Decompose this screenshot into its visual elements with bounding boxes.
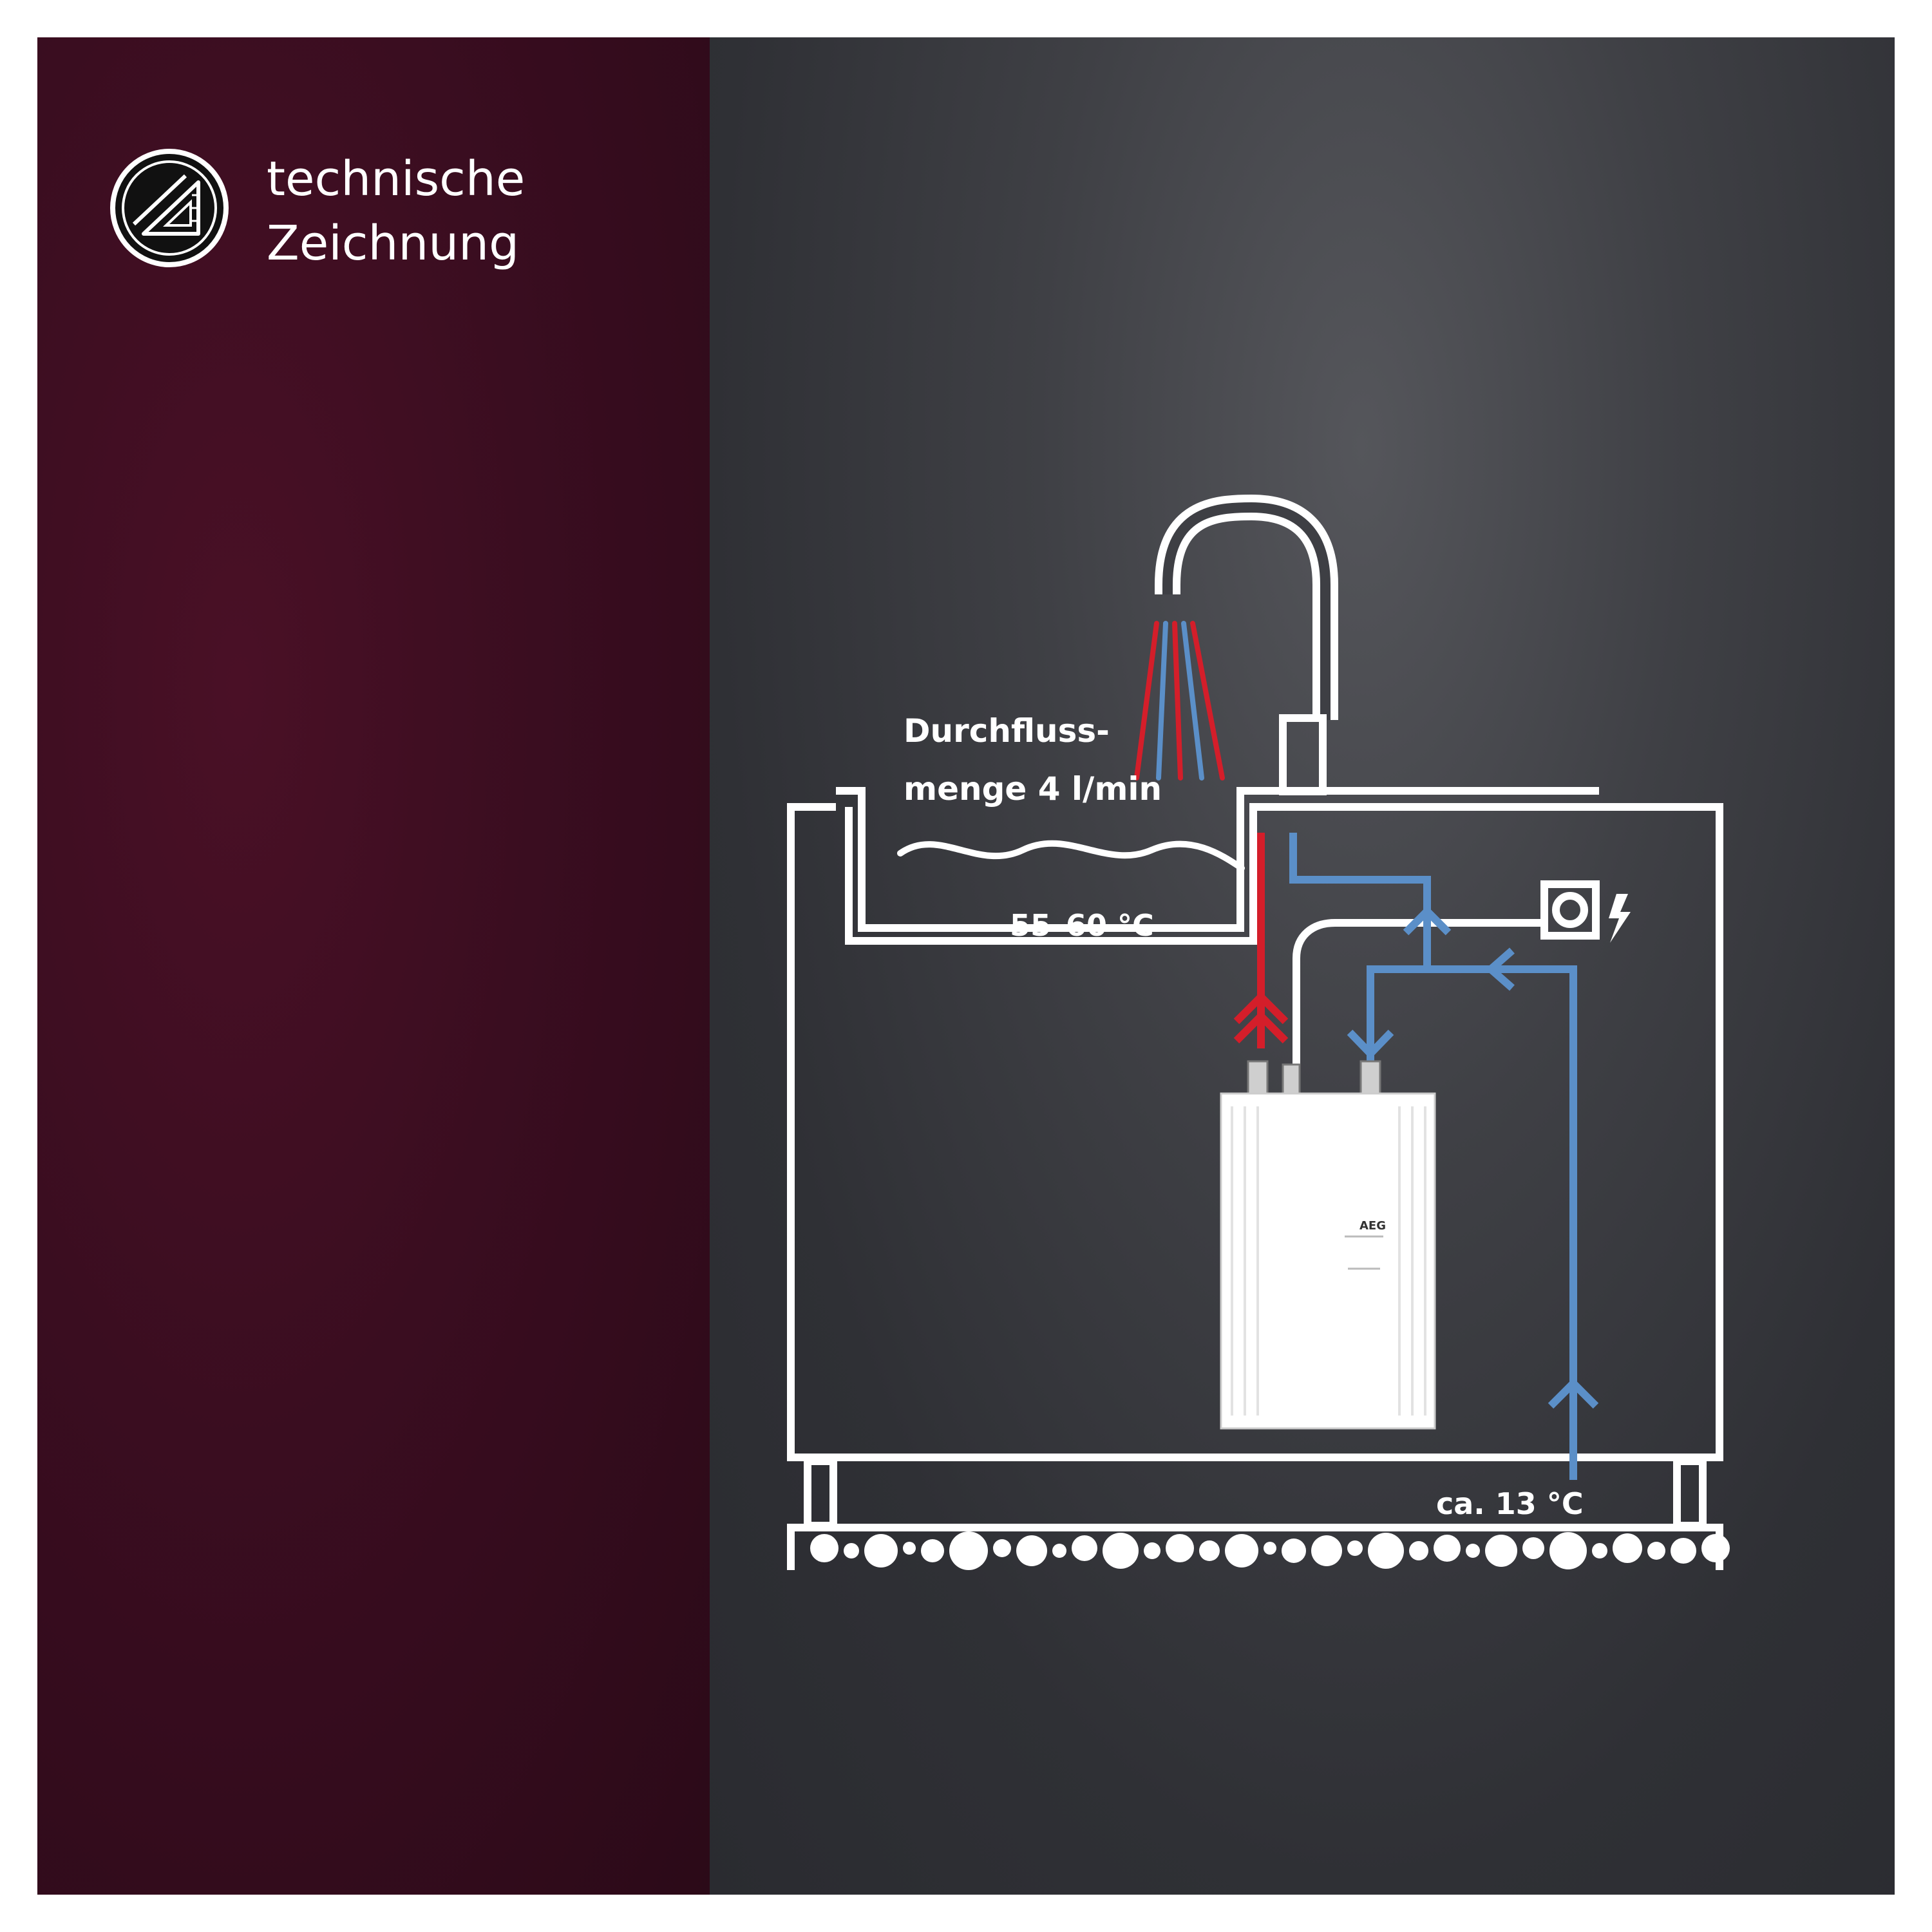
power-socket-hole — [1552, 892, 1588, 928]
flow-rate-line-2: menge 4 l/min — [904, 770, 1162, 808]
gravel-stone — [1225, 1534, 1258, 1567]
hot-arrow-1 — [1233, 991, 1289, 1025]
gravel-stone — [1485, 1535, 1517, 1567]
cold-arrow-up-2 — [1548, 1378, 1599, 1409]
gravel-stone — [844, 1543, 859, 1558]
gravel-stone — [1466, 1544, 1480, 1558]
title-line-1: technische — [267, 151, 526, 207]
power-socket — [1540, 880, 1600, 940]
jet-hot-3 — [1190, 621, 1225, 781]
fitting-mid — [1282, 1063, 1301, 1095]
gravel-stone — [1701, 1534, 1730, 1562]
jet-hot-2 — [1172, 621, 1183, 781]
hot-arrow-2 — [1233, 1010, 1289, 1044]
cabinet-left-wall — [787, 803, 836, 1457]
page-title: technische Zeichnung — [267, 147, 525, 276]
cold-arrow-down — [1347, 1029, 1394, 1059]
jet-hot-1 — [1134, 621, 1159, 781]
gravel-stone — [1052, 1544, 1066, 1558]
cold-arrow-up-1 — [1403, 905, 1452, 936]
gravel-stone — [1434, 1535, 1461, 1562]
gravel-stone — [1647, 1542, 1665, 1560]
gravel-stone — [1671, 1538, 1696, 1564]
cabinet-foot-right — [1673, 1457, 1707, 1530]
gravel-stone — [810, 1534, 838, 1562]
faucet-spout-core — [1162, 502, 1331, 720]
gravel-stone — [1613, 1533, 1642, 1563]
gravel-stone — [1549, 1532, 1587, 1569]
technical-drawing — [787, 494, 1730, 1570]
fitting-left — [1247, 1060, 1269, 1095]
gravel-stone — [921, 1539, 944, 1562]
gravel-stone — [1103, 1533, 1139, 1569]
gravel-stone — [864, 1534, 898, 1567]
gravel-stone — [1072, 1535, 1097, 1561]
lightning-icon — [1609, 894, 1631, 943]
flow-rate-label: Durchfluss- menge 4 l/min — [904, 702, 1162, 818]
cold-arrow-left — [1484, 947, 1515, 991]
cold-temp-label: ca. 13 °C — [1436, 1486, 1584, 1521]
gravel-stone — [1264, 1542, 1276, 1555]
gravel-stone — [1144, 1542, 1160, 1559]
fitting-right — [1359, 1060, 1381, 1095]
cabinet-right-wall — [1274, 803, 1723, 1457]
water-surface — [897, 840, 1245, 871]
diagram-background — [710, 37, 1895, 1895]
sink-inner — [845, 803, 1274, 945]
gravel-stone — [1166, 1534, 1194, 1562]
gravel-stone — [993, 1539, 1011, 1557]
drafting-triangle-icon — [110, 149, 229, 267]
jet-cold-1 — [1156, 621, 1168, 781]
power-cable — [1293, 919, 1544, 1066]
gravel-stone — [1016, 1535, 1047, 1566]
gravel — [810, 1531, 1730, 1570]
flow-rate-line-1: Durchfluss- — [904, 712, 1110, 750]
gravel-stone — [1522, 1537, 1544, 1559]
cabinet-foot-left — [804, 1457, 837, 1530]
gravel-stone — [1347, 1540, 1363, 1556]
cold-pipe-device — [1367, 965, 1577, 1480]
frame: technische Zeichnung — [37, 37, 1895, 1895]
water-heater — [1220, 1092, 1436, 1430]
gravel-stone — [1592, 1543, 1607, 1558]
gravel-stone — [1409, 1541, 1428, 1560]
hot-temp-label: 55–60 °C — [1010, 908, 1154, 943]
gravel-stone — [1282, 1539, 1306, 1563]
gravel-stone — [1311, 1535, 1342, 1566]
jet-cold-2 — [1181, 621, 1204, 781]
gravel-stone — [949, 1531, 988, 1570]
gravel-stone — [1368, 1533, 1404, 1569]
title-line-2: Zeichnung — [267, 216, 520, 271]
left-panel — [37, 37, 710, 1895]
gravel-stone — [1199, 1540, 1220, 1561]
gravel-stone — [903, 1542, 916, 1555]
faucet-base — [1279, 714, 1327, 795]
cold-pipe-faucet — [1289, 833, 1431, 969]
device-brand-label: AEG — [1359, 1219, 1387, 1233]
